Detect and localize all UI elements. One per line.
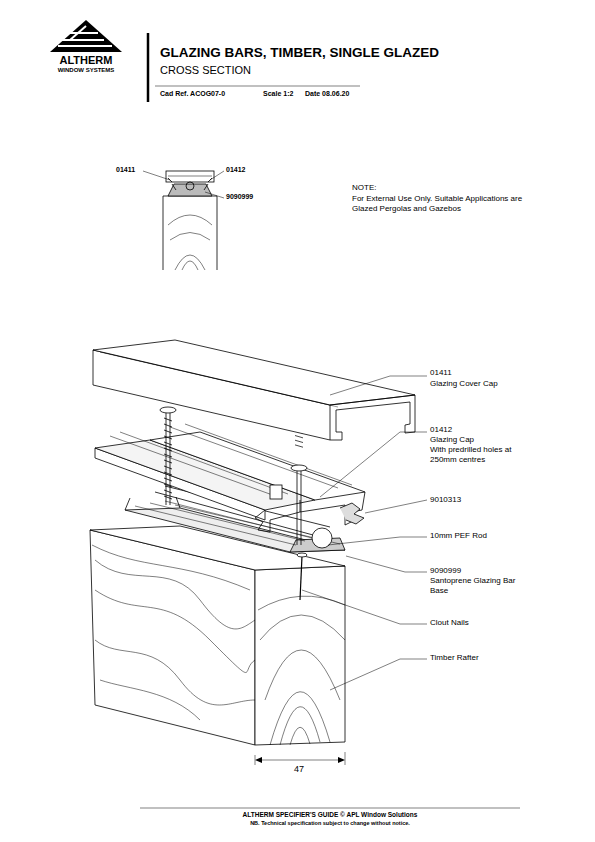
logo-mark xyxy=(50,20,122,52)
scale: Scale 1:2 xyxy=(263,90,293,98)
gasket xyxy=(340,503,364,524)
logo-subtext: WINDOW SYSTEMS xyxy=(28,67,144,74)
subtitle: CROSS SECTION xyxy=(160,64,251,77)
glazing-cap xyxy=(95,424,365,532)
leader-lines xyxy=(302,376,427,690)
cover-cap xyxy=(93,340,415,440)
note-heading: NOTE: xyxy=(352,183,376,193)
clout-nail xyxy=(297,553,307,600)
note-text: For External Use Only. Suitable Applicat… xyxy=(352,194,532,213)
cad-ref: Cad Ref. ACOG07-0 xyxy=(160,90,225,98)
part-name: Santoprene Glazing Bar Base xyxy=(430,576,530,595)
part-name: Timber Rafter xyxy=(430,653,479,663)
callout-number: 9090999 xyxy=(430,566,461,576)
part-name: 10mm PEF Rod xyxy=(430,531,487,541)
part-name: Glazing Cover Cap xyxy=(430,379,498,389)
part-note: With predrilled holes at 250mm centres xyxy=(430,445,530,464)
callout-number: 01412 xyxy=(430,425,452,435)
logo-text: ALTHERM xyxy=(28,54,144,67)
callout-number: 9090999 xyxy=(226,193,253,201)
footer-text: ALTHERM SPECIFIER'S GUIDE © APL Window S… xyxy=(140,811,520,819)
header-bar xyxy=(147,33,150,102)
footer-rule xyxy=(140,808,520,809)
dimension: 47 xyxy=(294,764,304,775)
small-section xyxy=(143,171,224,270)
part-name: Glazing Cap xyxy=(430,435,474,445)
drawing-title: GLAZING BARS, TIMBER, SINGLE GLAZED xyxy=(160,45,439,61)
date: Date 08.06.20 xyxy=(305,90,349,98)
header-rule xyxy=(155,86,360,87)
footer-note: NB. Technical specification subject to c… xyxy=(140,820,520,827)
callout-number: 01411 xyxy=(430,368,452,378)
part-name: Clout Nails xyxy=(430,618,469,628)
timber-rafter xyxy=(90,526,345,765)
callout-number: 01412 xyxy=(226,166,245,174)
callout-number: 01411 xyxy=(116,166,135,174)
callout-number: 9010313 xyxy=(430,495,461,505)
